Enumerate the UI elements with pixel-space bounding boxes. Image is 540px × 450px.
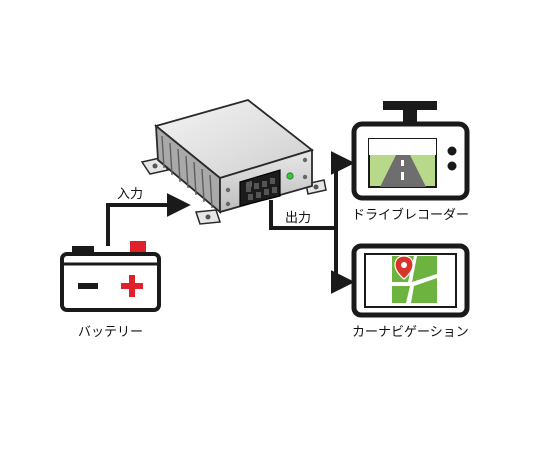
plus-sign-v xyxy=(129,275,135,297)
status-led xyxy=(286,172,294,180)
output-connector xyxy=(269,151,355,294)
connector-port xyxy=(239,169,281,207)
carnav-label: カーナビゲーション xyxy=(352,325,469,340)
minus-sign xyxy=(78,283,98,289)
road-icon xyxy=(380,155,426,187)
battery-icon xyxy=(60,241,161,312)
dashcam-icon xyxy=(351,101,470,201)
input-connector xyxy=(106,193,191,246)
battery-label: バッテリー xyxy=(78,325,144,340)
converter-unit xyxy=(140,99,327,225)
dashcam-label: ドライブレコーダー xyxy=(352,208,470,223)
input-label: 入力 xyxy=(117,187,144,202)
dashcam-button-top xyxy=(447,146,457,156)
map-icon xyxy=(392,256,437,303)
output-label: 出力 xyxy=(285,211,312,226)
carnav-icon xyxy=(351,243,470,318)
dashcam-button-bottom xyxy=(447,161,457,171)
